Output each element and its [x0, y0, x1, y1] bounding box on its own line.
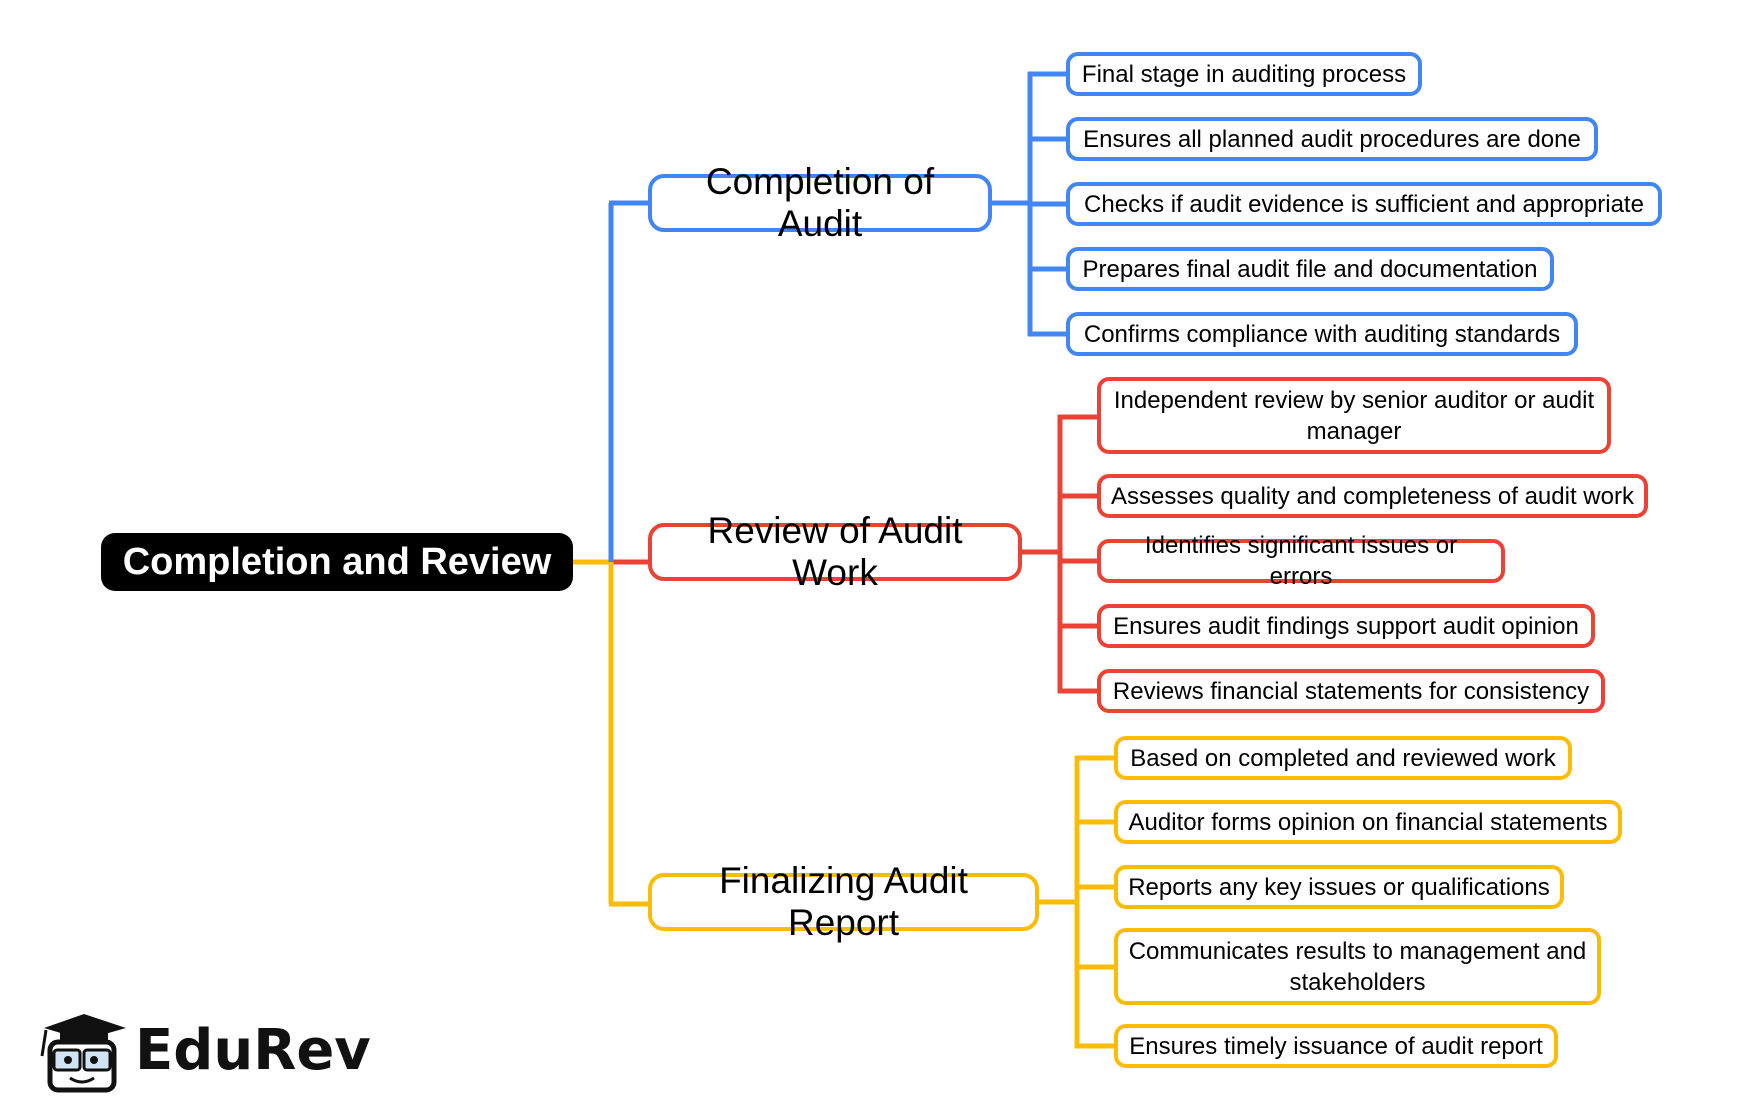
leaf-text: Final stage in auditing process: [1081, 60, 1407, 88]
branch-finalizing-audit-report: Finalizing Audit Report: [648, 860, 1039, 943]
graduation-cap-mascot-icon: [40, 1014, 126, 1093]
branch-label: Completion of Audit: [705, 161, 935, 244]
branch-label: Review of Audit Work: [707, 510, 963, 593]
leaf-completion-4: Prepares final audit file and documentat…: [1066, 247, 1554, 291]
leaf-text: Reports any key issues or qualifications: [1128, 873, 1550, 901]
leaf-text: Reviews financial statements for consist…: [1112, 677, 1590, 705]
leaf-text: Independent review by senior auditor or …: [1113, 386, 1595, 445]
leaf-review-1: Independent review by senior auditor or …: [1097, 377, 1611, 454]
leaf-report-1: Based on completed and reviewed work: [1114, 736, 1572, 780]
leaf-text: Ensures all planned audit procedures are…: [1083, 125, 1581, 153]
leaf-text: Assesses quality and completeness of aud…: [1111, 482, 1634, 510]
branch-completion-of-audit: Completion of Audit: [648, 161, 992, 244]
leaf-text: Ensures audit findings support audit opi…: [1113, 612, 1579, 640]
leaf-text: Identifies significant issues or errors: [1144, 532, 1458, 590]
branch-label: Finalizing Audit Report: [719, 860, 968, 943]
leaf-review-3: Identifies significant issues or errors: [1097, 532, 1505, 590]
leaf-text: Prepares final audit file and documentat…: [1082, 255, 1538, 283]
root-node: Completion and Review: [101, 533, 573, 591]
leaf-completion-5: Confirms compliance with auditing standa…: [1066, 312, 1578, 356]
leaf-report-4: Communicates results to management and s…: [1114, 928, 1601, 1005]
leaf-completion-1: Final stage in auditing process: [1066, 52, 1422, 96]
leaf-report-5: Ensures timely issuance of audit report: [1114, 1024, 1558, 1068]
edurev-logo-text: EduRev: [135, 1018, 371, 1083]
leaf-report-3: Reports any key issues or qualifications: [1114, 865, 1564, 909]
root-label: Completion and Review: [122, 540, 552, 583]
leaf-review-5: Reviews financial statements for consist…: [1097, 669, 1605, 713]
leaf-completion-2: Ensures all planned audit procedures are…: [1066, 117, 1598, 161]
leaf-text: Based on completed and reviewed work: [1130, 744, 1556, 772]
leaf-review-4: Ensures audit findings support audit opi…: [1097, 604, 1595, 648]
leaf-review-2: Assesses quality and completeness of aud…: [1097, 474, 1648, 518]
branch-review-of-audit-work: Review of Audit Work: [648, 510, 1022, 593]
leaf-report-2: Auditor forms opinion on financial state…: [1114, 800, 1622, 844]
leaf-text: Ensures timely issuance of audit report: [1129, 1032, 1543, 1060]
leaf-text: Auditor forms opinion on financial state…: [1128, 808, 1608, 836]
leaf-text: Confirms compliance with auditing standa…: [1083, 320, 1561, 348]
leaf-text: Communicates results to management and s…: [1128, 937, 1587, 996]
leaf-text: Checks if audit evidence is sufficient a…: [1084, 190, 1644, 218]
leaf-completion-3: Checks if audit evidence is sufficient a…: [1066, 182, 1662, 226]
